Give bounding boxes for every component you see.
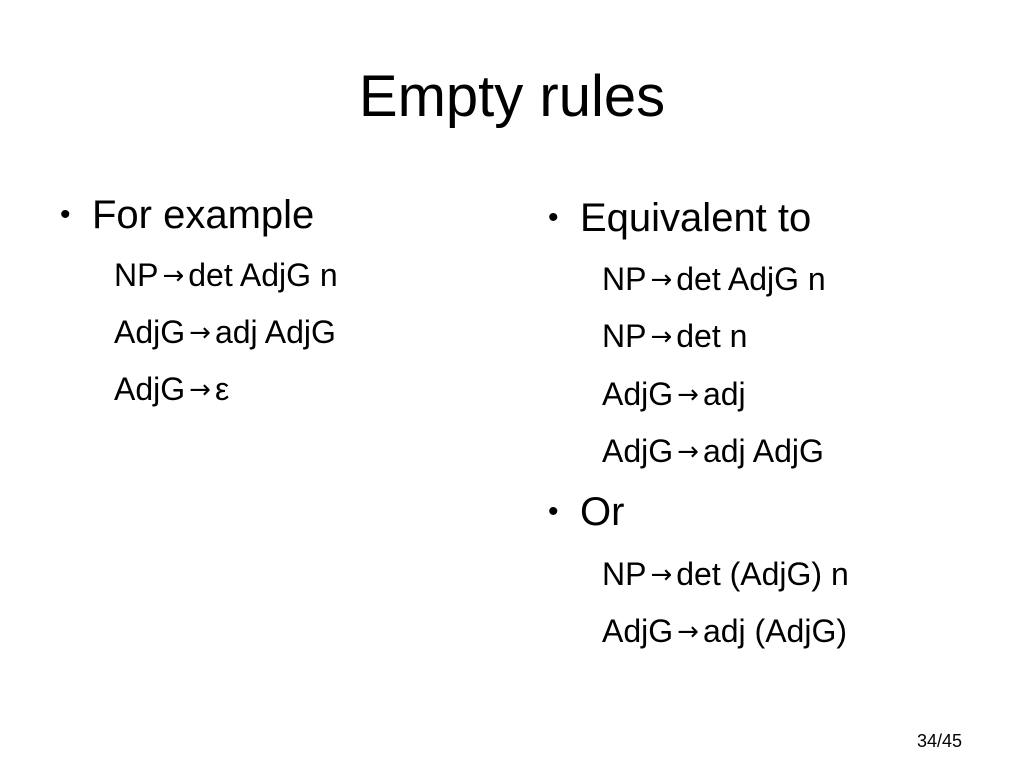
- bullet-equivalent-to: • Equivalent to: [548, 195, 811, 241]
- rule-lhs: NP: [114, 257, 159, 293]
- rule-line: AdjG→adj AdjG: [114, 313, 336, 352]
- arrow-icon: →: [677, 437, 699, 467]
- arrow-icon: →: [677, 380, 699, 410]
- rule-lhs: NP: [602, 556, 647, 592]
- bullet-dot: •: [60, 198, 71, 231]
- bullet-label: Equivalent to: [580, 196, 812, 240]
- rule-rhs: adj AdjG: [702, 433, 824, 469]
- rule-line: AdjG→adj: [602, 375, 746, 414]
- rule-rhs: det n: [676, 318, 748, 354]
- rule-lhs: AdjG: [602, 433, 674, 469]
- rule-rhs: det AdjG n: [188, 257, 338, 293]
- page-number: 34/45: [916, 731, 962, 751]
- bullet-label: For example: [92, 193, 315, 237]
- rule-lhs: NP: [602, 261, 647, 297]
- rule-line: NP→det n: [602, 317, 747, 356]
- rule-lhs: AdjG: [602, 613, 674, 649]
- rule-rhs: adj: [702, 376, 746, 412]
- rule-lhs: AdjG: [114, 371, 186, 407]
- rule-lhs: NP: [602, 318, 647, 354]
- rule-rhs: adj (AdjG): [702, 613, 847, 649]
- arrow-icon: →: [650, 265, 673, 295]
- rule-rhs: det (AdjG) n: [676, 556, 849, 592]
- bullet-for-example: • For example: [60, 192, 314, 238]
- rule-rhs: adj AdjG: [214, 314, 336, 350]
- rule-line: NP→det AdjG n: [114, 256, 338, 295]
- rule-rhs: ε: [214, 371, 230, 407]
- rule-line: AdjG→adj (AdjG): [602, 612, 847, 651]
- arrow-icon: →: [650, 560, 673, 590]
- rule-rhs: det AdjG n: [676, 261, 826, 297]
- bullet-label: Or: [580, 490, 625, 534]
- arrow-icon: →: [650, 322, 673, 352]
- rule-line: AdjG→adj AdjG: [602, 432, 824, 471]
- bullet-dot: •: [548, 495, 559, 528]
- rule-lhs: AdjG: [602, 376, 674, 412]
- bullet-or: • Or: [548, 489, 624, 535]
- rule-line: NP→det AdjG n: [602, 260, 826, 299]
- arrow-icon: →: [162, 261, 185, 291]
- arrow-icon: →: [677, 617, 699, 647]
- rule-line: AdjG→ε: [114, 370, 229, 409]
- arrow-icon: →: [189, 375, 211, 405]
- arrow-icon: →: [189, 318, 211, 348]
- slide-title: Empty rules: [358, 64, 666, 129]
- bullet-dot: •: [548, 201, 559, 234]
- rule-lhs: AdjG: [114, 314, 186, 350]
- rule-line: NP→det (AdjG) n: [602, 555, 849, 594]
